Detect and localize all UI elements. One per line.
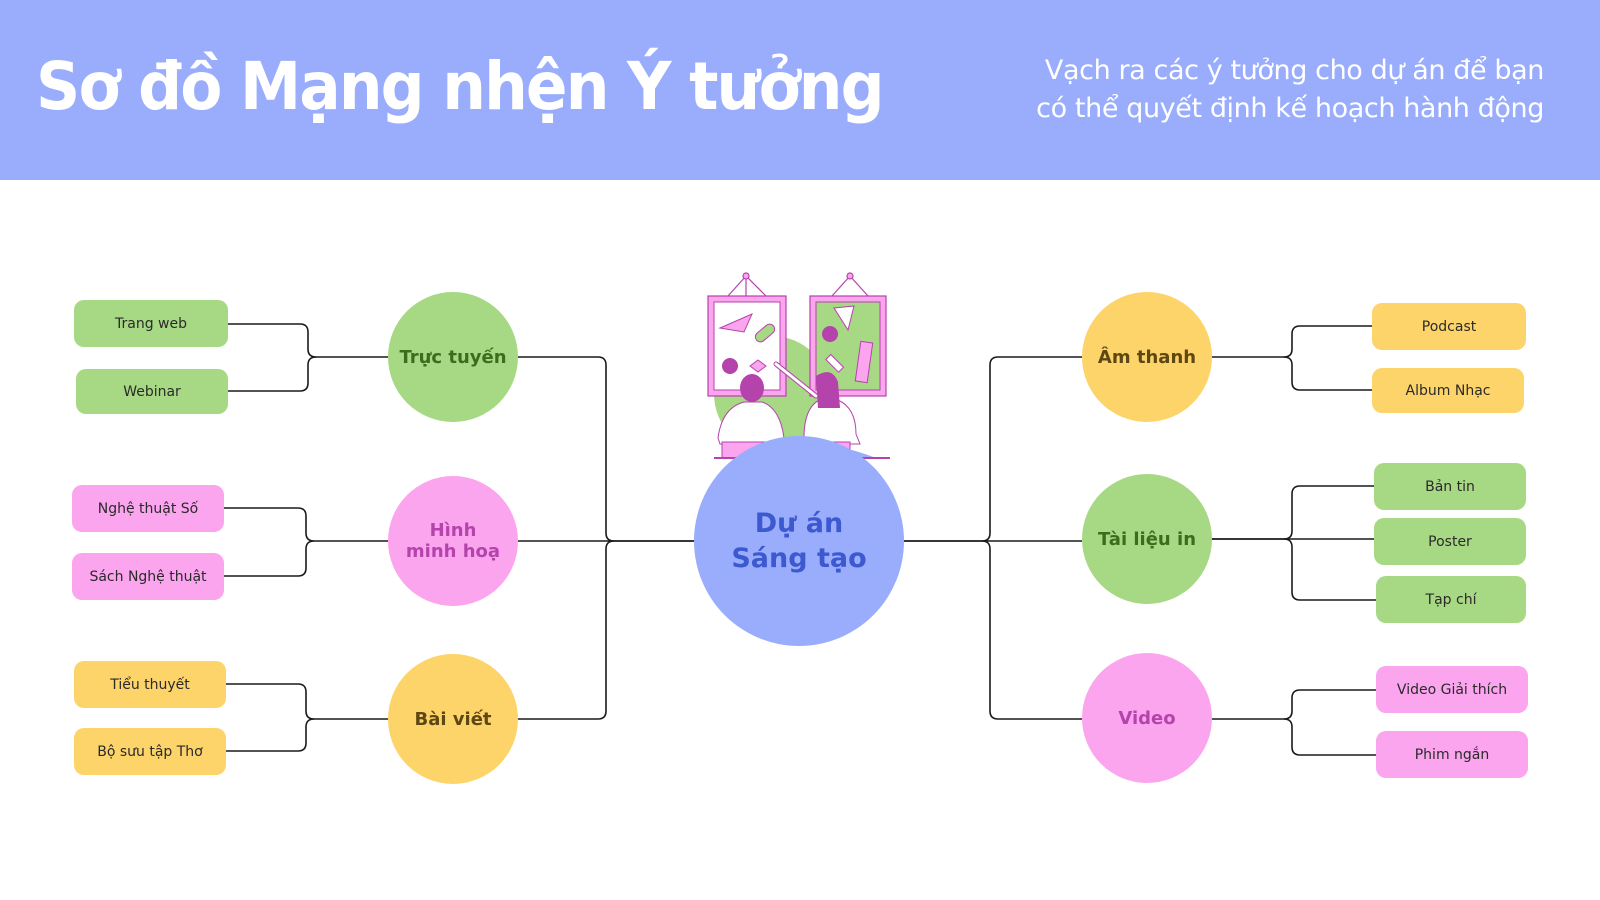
leaf-ban-tin: Bản tin <box>1374 463 1526 510</box>
subtitle-line-2: có thể quyết định kế hoạch hành động <box>1036 93 1544 124</box>
leaf-webinar: Webinar <box>76 369 228 414</box>
category-am-thanh: Âm thanh <box>1082 292 1212 422</box>
page-subtitle: Vạch ra các ý tưởng cho dự án để bạn có … <box>1004 52 1544 128</box>
header-banner: Sơ đồ Mạng nhện Ý tưởng Vạch ra các ý tư… <box>0 0 1600 180</box>
leaf-phim-ngan: Phim ngắn <box>1376 731 1528 778</box>
page-title: Sơ đồ Mạng nhện Ý tưởng <box>36 48 885 125</box>
category-bai-viet: Bài viết <box>388 654 518 784</box>
leaf-poster: Poster <box>1374 518 1526 565</box>
center-label-line-1: Dự án <box>754 508 844 539</box>
leaf-album-nhac: Album Nhạc <box>1372 368 1524 413</box>
leaf-sach-nghe-thuat: Sách Nghệ thuật <box>72 553 224 600</box>
leaf-tieu-thuyet: Tiểu thuyết <box>74 661 226 708</box>
leaf-video-giai-thich: Video Giải thích <box>1376 666 1528 713</box>
subtitle-line-1: Vạch ra các ý tưởng cho dự án để bạn <box>1044 55 1544 86</box>
leaf-podcast: Podcast <box>1372 303 1526 350</box>
category-tai-lieu-in: Tài liệu in <box>1082 474 1212 604</box>
center-label-line-2: Sáng tạo <box>731 543 867 574</box>
category-truc-tuyen: Trực tuyến <box>388 292 518 422</box>
leaf-nghe-thuat-so: Nghệ thuật Số <box>72 485 224 532</box>
category-hinh-minh-hoa: Hình minh hoạ <box>388 476 518 606</box>
art-gallery-illustration <box>707 272 890 459</box>
leaf-tap-chi: Tạp chí <box>1376 576 1526 623</box>
center-node-du-an-sang-tao: Dự án Sáng tạo <box>694 436 904 646</box>
category-video: Video <box>1082 653 1212 783</box>
leaf-trang-web: Trang web <box>74 300 228 347</box>
leaf-bo-suu-tap-tho: Bộ sưu tập Thơ <box>74 728 226 775</box>
